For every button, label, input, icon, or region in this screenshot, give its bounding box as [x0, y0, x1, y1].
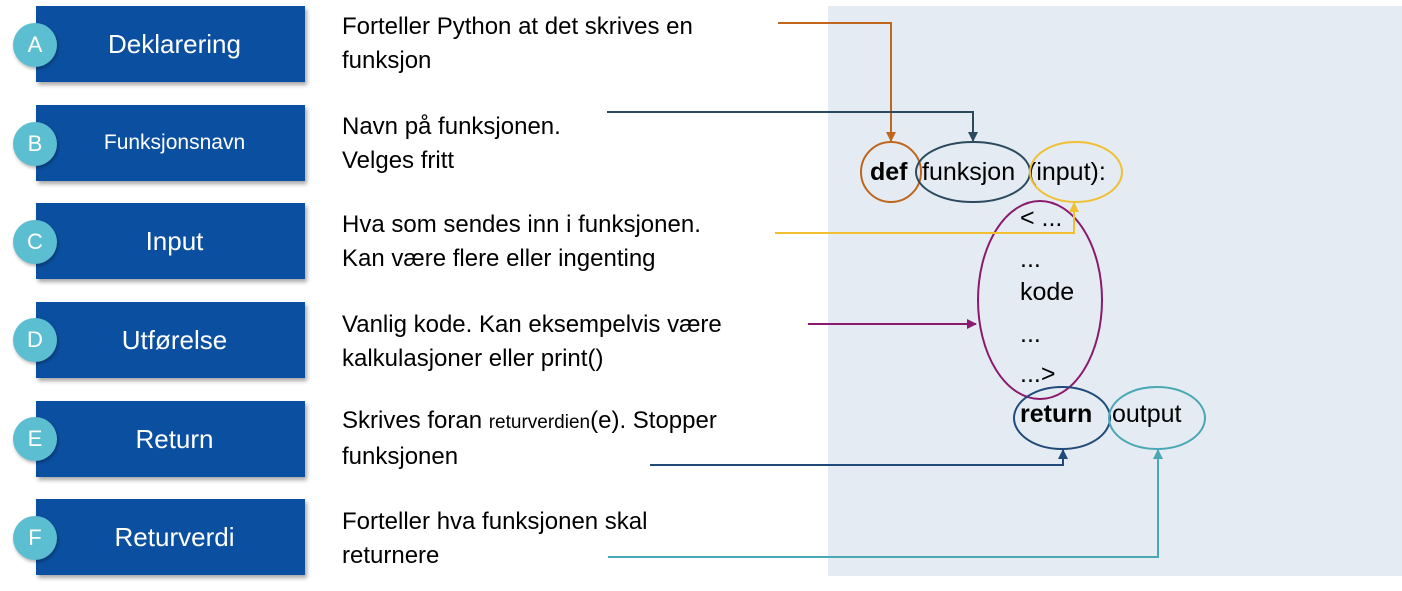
badge-c: C — [13, 220, 57, 264]
desc-returverdi: Forteller hva funksjonen skal returnere — [342, 505, 812, 573]
badge-e: E — [13, 417, 57, 461]
badge-d: D — [13, 318, 57, 362]
desc-text-small: returverdien — [488, 412, 591, 433]
box-label: Input — [145, 225, 204, 256]
desc-input: Hva som sendes inn i funksjonen. Kan vær… — [342, 208, 812, 276]
desc-line: Vanlig kode. Kan eksempelvis være — [342, 311, 722, 338]
desc-line: Navn på funksjonen. — [342, 113, 561, 140]
code-body-line: kode — [1020, 278, 1075, 306]
desc-deklarering: Forteller Python at det skrives en funks… — [342, 10, 812, 78]
desc-line: funksjonen — [342, 443, 459, 470]
desc-funksjonsnavn: Navn på funksjonen. Velges fritt — [342, 110, 812, 178]
box-label: Return — [135, 423, 214, 454]
desc-utforelse: Vanlig kode. Kan eksempelvis være kalkul… — [342, 308, 812, 376]
code-body-line: ... — [1020, 320, 1041, 348]
desc-line: Hva som sendes inn i funksjonen. — [342, 211, 701, 238]
code-parameters: (input): — [1028, 158, 1106, 186]
box-label: Funksjonsnavn — [103, 131, 246, 154]
code-body-line: ...> — [1020, 360, 1056, 388]
badge-a: A — [13, 23, 57, 67]
desc-return: Skrives foran returverdien(e). Stopper f… — [342, 404, 812, 474]
badge-f: F — [13, 516, 57, 560]
desc-text: (e). Stopper — [590, 407, 717, 434]
code-return-keyword: return — [1020, 400, 1093, 428]
box-label: Returverdi — [114, 521, 235, 552]
box-returverdi: Returverdi — [36, 499, 305, 575]
box-funksjonsnavn: Funksjonsnavn — [36, 105, 305, 181]
box-input: Input — [36, 203, 305, 279]
desc-line: returnere — [342, 542, 440, 569]
box-label: Utførelse — [121, 324, 228, 355]
desc-line: Kan være flere eller ingenting — [342, 245, 656, 272]
desc-text: Skrives foran — [342, 407, 489, 434]
box-deklarering: Deklarering — [36, 6, 305, 82]
code-return-value: output — [1112, 400, 1182, 428]
desc-line: Skrives foran returverdien(e). Stopper — [342, 404, 812, 440]
box-utforelse: Utførelse — [36, 302, 305, 378]
code-body-line: < ... — [1020, 204, 1063, 232]
box-return: Return — [36, 401, 305, 477]
code-function-name: funksjon — [922, 158, 1016, 186]
desc-line: kalkulasjoner eller print() — [342, 345, 604, 372]
desc-line: Velges fritt — [342, 147, 455, 174]
desc-line: funksjon — [342, 47, 432, 74]
code-panel — [828, 6, 1402, 576]
code-body-line: ... — [1020, 245, 1041, 273]
badge-b: B — [13, 122, 57, 166]
code-def-keyword: def — [870, 158, 908, 186]
desc-line: Forteller Python at det skrives en — [342, 13, 693, 40]
desc-line: Forteller hva funksjonen skal — [342, 508, 648, 535]
box-label: Deklarering — [108, 28, 241, 59]
